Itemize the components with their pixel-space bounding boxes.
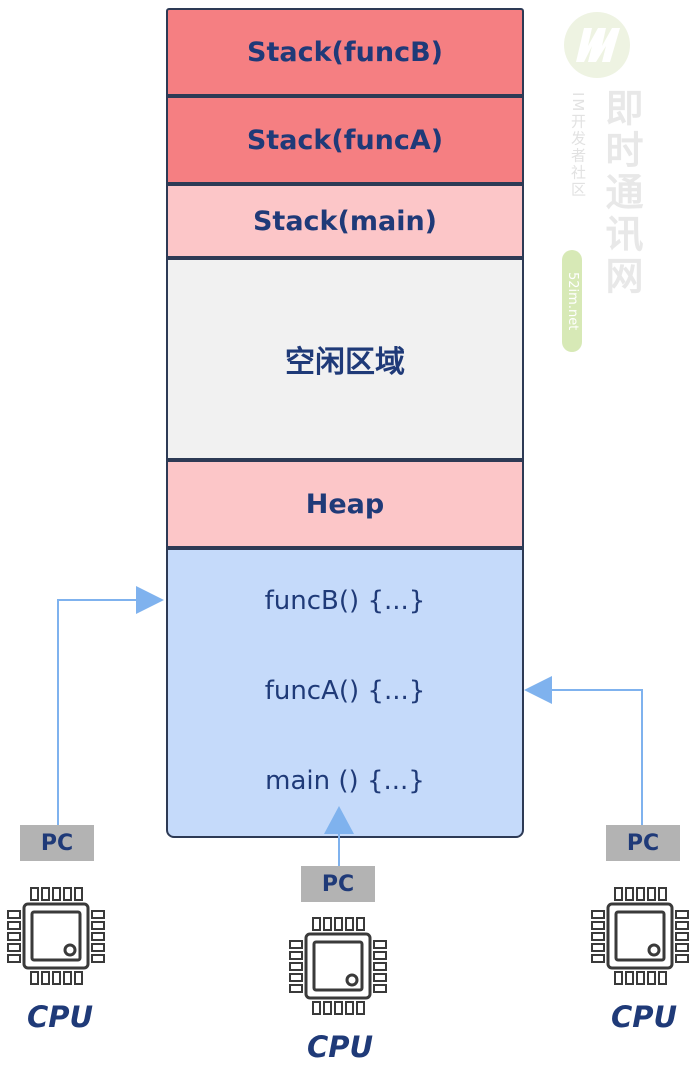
code-region: funcB() {...} funcA() {...} main () {...… [166, 548, 524, 838]
pc-box-left: PC [20, 825, 94, 861]
stack-funcb-label: Stack(funcB) [247, 36, 443, 68]
cpu-chip-icon [591, 887, 689, 985]
code-line-funca: funcA() {...} [264, 676, 426, 706]
free-region-block: 空闲区域 [166, 258, 524, 460]
middle-pc-arrow-head-icon [324, 806, 354, 834]
stack-funca-label: Stack(funcA) [246, 124, 444, 156]
right-pc-arrow-line [552, 689, 643, 825]
cpu-label-right: CPU [610, 1000, 678, 1034]
watermark-subtitle: IM开发者社区 [569, 92, 587, 199]
heap-label: Heap [305, 488, 385, 520]
watermark-brand: 即时通讯网 [599, 88, 643, 298]
free-region-label: 空闲区域 [285, 345, 405, 380]
pc-box-right: PC [606, 825, 680, 861]
watermark-badge: 52im.net [562, 250, 582, 352]
heap-block: Heap [166, 460, 524, 548]
stack-funcb-block: Stack(funcB) [166, 8, 524, 96]
stack-main-block: Stack(main) [166, 184, 524, 258]
code-line-main: main () {...} [265, 766, 425, 796]
watermark-logo-icon [564, 12, 630, 78]
cpu-label-left: CPU [26, 1000, 94, 1034]
left-pc-arrow-head-icon [136, 586, 164, 614]
cpu-chip-icon [7, 887, 105, 985]
left-pc-arrow-line [57, 599, 136, 825]
code-line-funcb: funcB() {...} [264, 586, 426, 616]
cpu-label-middle: CPU [306, 1030, 374, 1064]
right-pc-arrow-head-icon [524, 676, 552, 704]
stack-funca-block: Stack(funcA) [166, 96, 524, 184]
pc-box-middle: PC [301, 866, 375, 902]
stack-main-label: Stack(main) [252, 205, 438, 237]
cpu-chip-icon [289, 917, 387, 1015]
